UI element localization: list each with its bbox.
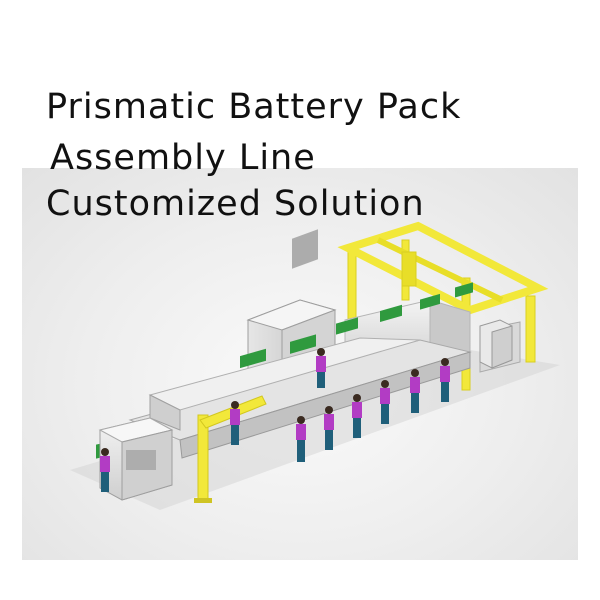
worker (324, 406, 334, 450)
worker (316, 348, 326, 388)
workers (100, 348, 450, 492)
worker (380, 380, 390, 424)
floor-shadow (70, 350, 560, 510)
title-line-1: Prismatic Battery Pack (46, 87, 462, 127)
worker (296, 416, 306, 462)
title-line-2: Assembly Line (50, 138, 316, 178)
right-control-cabinet (479, 319, 513, 369)
worker (440, 358, 450, 402)
worker (230, 401, 240, 445)
title-line-3: Customized Solution (46, 184, 425, 224)
worker (352, 394, 362, 438)
worker (410, 369, 420, 413)
left-loading-station (98, 417, 174, 501)
worker (100, 448, 110, 492)
